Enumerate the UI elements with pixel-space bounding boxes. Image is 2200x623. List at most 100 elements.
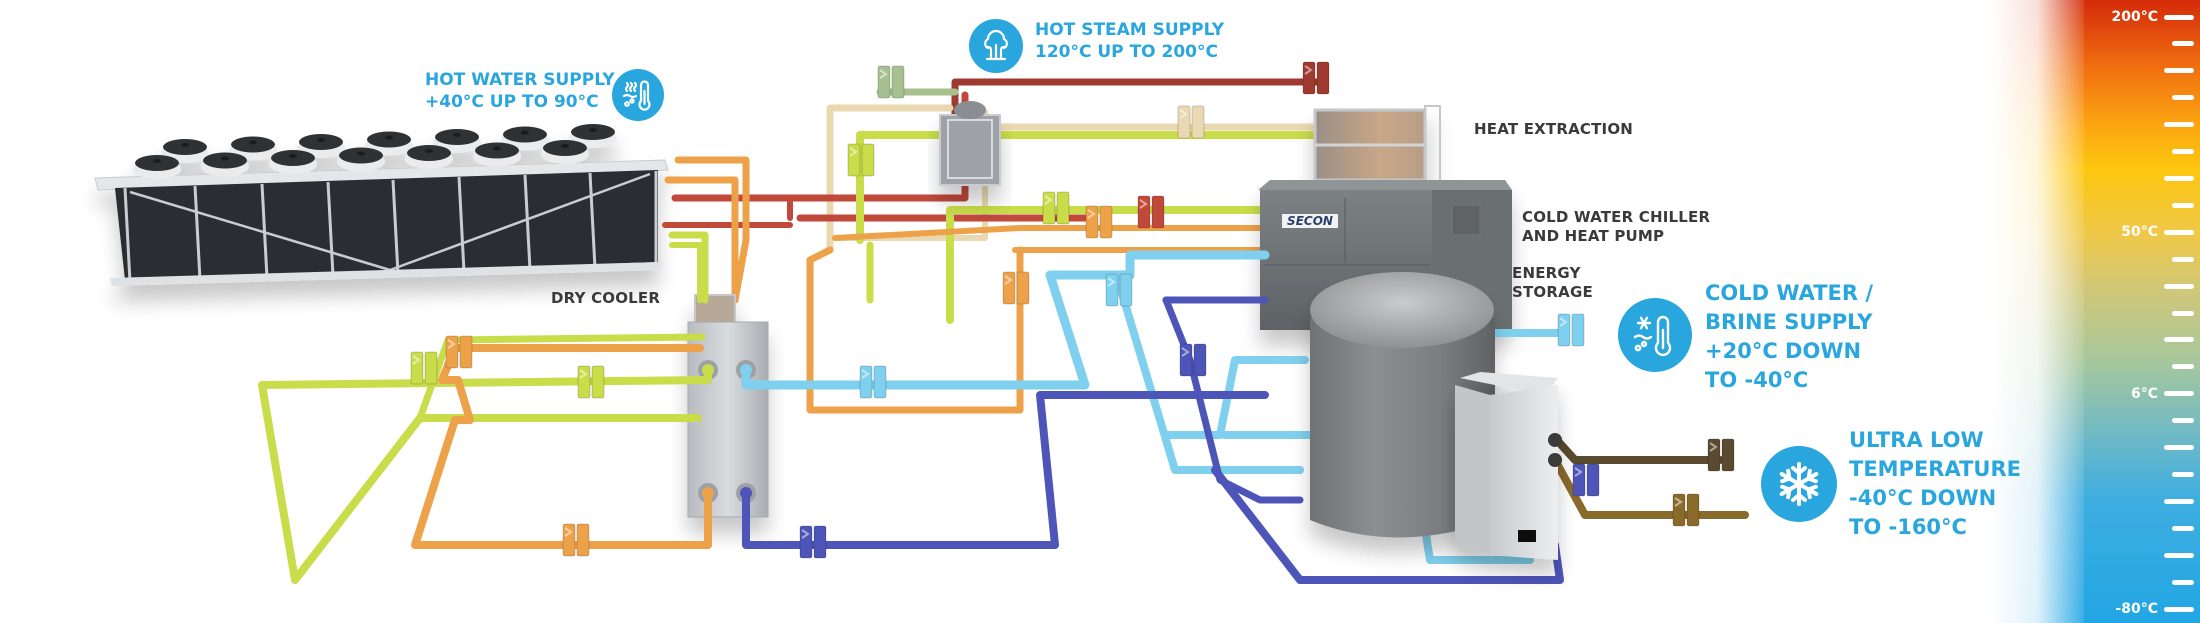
cold-water-supply-line: COLD WATER / <box>1705 281 1874 305</box>
scale-minor-tick <box>2172 525 2194 531</box>
chiller-label: COLD WATER CHILLER AND HEAT PUMP <box>1522 208 1710 246</box>
fan-hub <box>317 138 325 142</box>
scale-major-tick <box>2164 14 2194 20</box>
secon-logo: SECON <box>1287 214 1333 228</box>
scale-minor-tick <box>2172 364 2194 370</box>
chiller-label-line: COLD WATER CHILLER <box>1522 208 1711 226</box>
valve-yellow-green <box>577 365 605 399</box>
scale-minor-tick <box>2172 256 2194 262</box>
valve-yellow-green <box>1042 191 1070 225</box>
steam-generator <box>939 101 1001 186</box>
cold-water-brine-supply-label: COLD WATER / BRINE SUPPLY +20°C DOWN TO … <box>1705 279 1873 395</box>
valve-sage <box>877 65 905 99</box>
valve-orange <box>445 335 473 369</box>
scale-major-tick <box>2164 606 2194 612</box>
scale-label: 6°C <box>2130 385 2158 402</box>
scale-major-tick <box>2164 229 2194 235</box>
fan-hub <box>357 151 365 156</box>
fan-hub <box>453 133 461 137</box>
ultra-low-line: TEMPERATURE <box>1849 457 2021 481</box>
valve-orange <box>1085 205 1113 239</box>
ultra-low-line: -40°C DOWN <box>1849 486 1997 510</box>
scale-minor-tick <box>2172 41 2194 47</box>
fan-hub <box>589 128 597 132</box>
valve-dark-bronze <box>1707 438 1735 472</box>
valve-yellow-green <box>410 351 438 385</box>
valves <box>410 61 1735 559</box>
hot-water-supply-line: HOT WATER SUPPLY <box>425 70 615 90</box>
fan-hub <box>561 144 569 148</box>
heat-extraction-label: HEAT EXTRACTION <box>1474 120 1634 138</box>
scale-minor-tick <box>2172 471 2194 477</box>
fan-hub <box>181 143 189 147</box>
ultra-low-temperature-label: ULTRA LOW TEMPERATURE -40°C DOWN TO -160… <box>1849 426 2021 542</box>
scale-major-tick <box>2164 337 2194 343</box>
valve-light-blue <box>1557 313 1585 347</box>
scale-minor-tick <box>2172 418 2194 424</box>
ultra-low-unit <box>1455 372 1562 560</box>
fan-hub <box>249 140 257 145</box>
scale-major-tick <box>2164 498 2194 504</box>
valve-indigo <box>799 525 827 559</box>
energy-storage-label-line: ENERGY <box>1512 264 1581 282</box>
heat-extraction-unit <box>1313 105 1441 185</box>
valve-indigo <box>1572 463 1600 497</box>
fan-hub <box>521 130 529 135</box>
dry-cooler <box>94 124 669 286</box>
scale-label: -80°C <box>2115 601 2158 617</box>
valve-orange <box>562 523 590 557</box>
valve-red <box>1137 195 1165 229</box>
scale-major-tick <box>2164 283 2194 289</box>
fan-hub <box>385 135 393 140</box>
plate-heat-exchanger <box>687 294 769 518</box>
fan-hub <box>289 154 297 158</box>
energy-storage-label: ENERGY STORAGE <box>1512 264 1593 302</box>
dry-cooler-label: DRY COOLER <box>551 289 661 307</box>
valve-indigo <box>1179 343 1207 377</box>
energy-storage-label-line: STORAGE <box>1512 283 1593 301</box>
scale-major-tick <box>2164 68 2194 74</box>
hot-water-thermometer-icon <box>612 69 664 121</box>
valve-cream <box>1177 105 1205 139</box>
hot-water-supply-label: HOT WATER SUPPLY +40°C UP TO 90°C <box>425 69 615 113</box>
valve-light-blue <box>1105 273 1133 307</box>
scale-minor-tick <box>2172 149 2194 155</box>
steam-cloud-icon <box>969 19 1023 73</box>
scale-minor-tick <box>2172 579 2194 585</box>
scale-label: 50°C <box>2121 224 2158 241</box>
scale-minor-tick <box>2172 95 2194 101</box>
pipes-back <box>662 78 1334 414</box>
valve-light-blue <box>859 365 887 399</box>
scale-minor-tick <box>2172 202 2194 208</box>
chiller-label-line: AND HEAT PUMP <box>1522 227 1665 245</box>
ultra-low-line: TO -160°C <box>1849 515 1967 539</box>
valve-orange <box>1002 271 1030 305</box>
valve-bronze <box>1672 493 1700 527</box>
hot-steam-supply-label: HOT STEAM SUPPLY 120°C UP TO 200°C <box>1035 19 1224 63</box>
hot-steam-supply-line: HOT STEAM SUPPLY <box>1035 20 1225 40</box>
snowflake-icon <box>1761 446 1837 522</box>
energy-storage-tank <box>1310 272 1495 538</box>
snowflake-thermometer-icon <box>1618 298 1692 372</box>
ultra-low-line: ULTRA LOW <box>1849 428 1984 452</box>
cold-water-supply-line: TO -40°C <box>1705 368 1809 392</box>
fan-hub <box>221 156 229 161</box>
scale-major-tick <box>2164 122 2194 128</box>
hot-water-supply-line: +40°C UP TO 90°C <box>425 92 599 112</box>
cold-water-supply-line: BRINE SUPPLY <box>1705 310 1873 334</box>
scale-minor-tick <box>2172 310 2194 316</box>
scale-label: 200°C <box>2111 9 2159 25</box>
valve-yellow-green <box>847 143 875 177</box>
scale-major-tick <box>2164 391 2194 397</box>
fan-hub <box>493 146 501 151</box>
scale-major-tick <box>2164 175 2194 181</box>
fan-hub <box>153 159 161 163</box>
fan-hub <box>425 149 433 153</box>
cold-water-supply-line: +20°C DOWN <box>1705 339 1862 363</box>
valve-dark-red <box>1302 61 1330 95</box>
temperature-scale-glow <box>1990 0 2084 623</box>
scale-major-tick <box>2164 445 2194 451</box>
hot-steam-supply-line: 120°C UP TO 200°C <box>1035 42 1218 62</box>
